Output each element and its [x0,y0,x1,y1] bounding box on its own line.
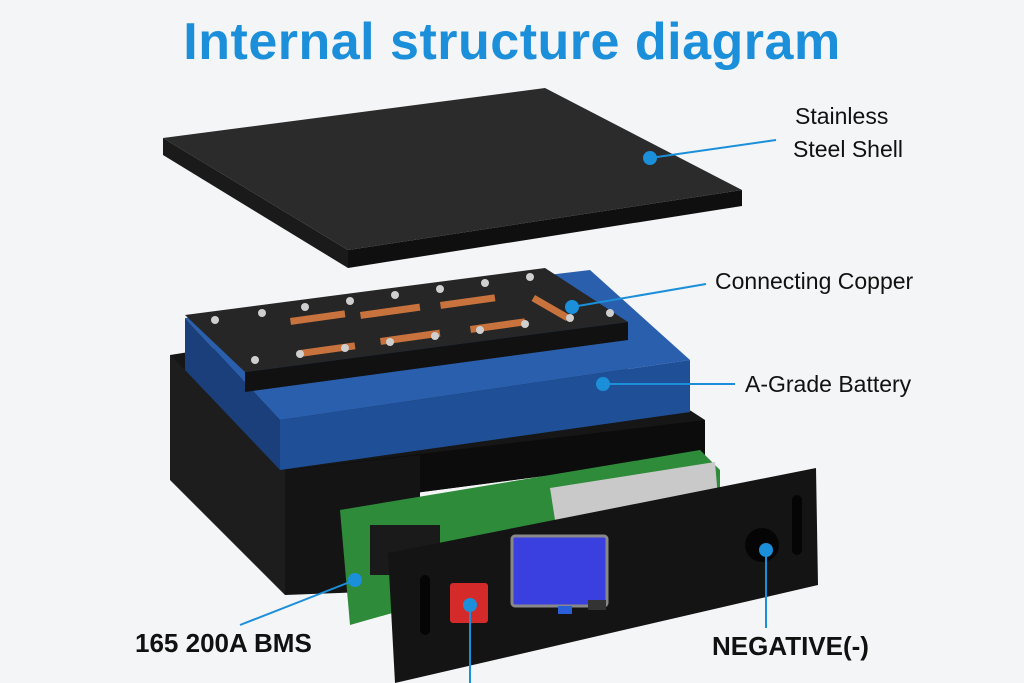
label-connecting-copper: Connecting Copper [715,268,914,294]
right-handle [792,495,802,555]
diagram-title: Internal structure diagram [183,13,841,71]
left-handle [420,575,430,635]
steel-shell-lid [163,88,742,268]
front-panel [388,468,818,683]
connecting-copper-plate [185,268,628,392]
label-bms: 165 200A BMS [135,628,312,658]
label-negative: NEGATIVE(-) [712,631,869,661]
lcd-display [510,534,609,608]
label-a-grade-battery: A-Grade Battery [745,371,912,397]
leader-lines [239,139,777,683]
label-stainless-shell-line1: Stainless [795,103,889,129]
label-stainless-shell-line2: Steel Shell [793,136,903,162]
